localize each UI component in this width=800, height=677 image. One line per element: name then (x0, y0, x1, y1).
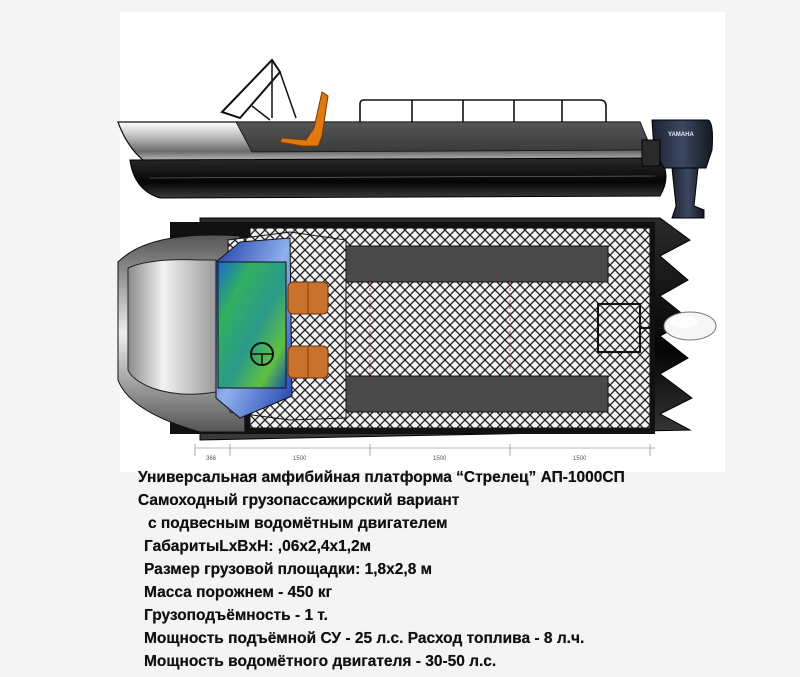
spec-title: Универсальная амфибийная платформа “Стре… (138, 469, 625, 486)
steering-column (251, 105, 271, 121)
dimension-label: 1500 (433, 456, 447, 462)
cargo-bench-top (345, 245, 609, 283)
spec-empty-mass: Масса порожнем - 450 кг (144, 584, 333, 601)
spec-payload: Грузоподъёмность - 1 т. (144, 607, 328, 624)
spec-platform-size: Размер грузовой площадки: 1,8x2,8 м (144, 561, 433, 578)
spec-lift-power: Мощность подъёмной СУ - 25 л.с. Расход т… (144, 630, 585, 647)
spec-jet-power: Мощность водомётного двигателя - 30-50 л… (144, 653, 497, 670)
top-view (117, 217, 717, 441)
dimension-label: 366 (206, 456, 217, 462)
dimension-line (194, 444, 655, 456)
windshield-panel (217, 261, 287, 389)
spec-variant: Самоходный грузопассажирский вариант (138, 492, 460, 509)
deck-dividers (369, 282, 511, 376)
driver-seat (279, 91, 329, 147)
engine-brand-label: YAMAHA (668, 132, 694, 138)
specification-block: Универсальная амфибийная платформа “Стре… (138, 466, 788, 673)
side-view: YAMAHA (117, 58, 713, 219)
side-railing (359, 99, 607, 122)
windshield-post (279, 71, 297, 119)
bow-front-panel (127, 259, 217, 395)
dimension-label: 1500 (573, 456, 587, 462)
spec-engine: с подвесным водомётным двигателем (148, 515, 448, 532)
engine-mount-frame (597, 303, 641, 353)
side-deck (235, 121, 653, 153)
outboard-motor: YAMAHA (641, 119, 713, 219)
cargo-bench-bottom (345, 375, 609, 413)
dimension-label: 1500 (293, 456, 307, 462)
spec-dimensions: ГабаритыLxBxH: ,06x2,4x1,2м (144, 538, 372, 555)
